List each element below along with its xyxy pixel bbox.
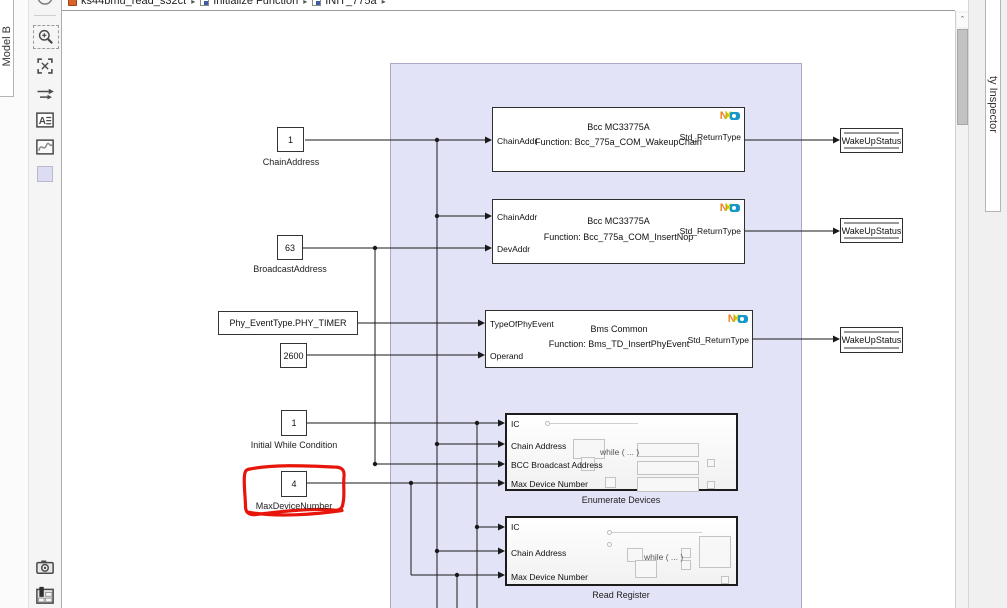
auto-arrange-icon[interactable] (35, 84, 55, 104)
fn-title: Bcc MC33775A (587, 216, 650, 226)
port-ic: IC (511, 522, 520, 532)
subsystem-read-register-label: Read Register (592, 590, 650, 600)
property-inspector-tab[interactable]: ty Inspector (985, 0, 1001, 212)
sink-label: WakeUpStatus (841, 225, 902, 236)
image-icon[interactable] (35, 137, 55, 157)
sink-label: WakeUpStatus (841, 135, 902, 146)
fn-function: Function: Bms_TD_InsertPhyEvent (548, 339, 690, 349)
port-std-returntype: Std_ReturnType (679, 132, 741, 142)
wakeupstatus-sink-1[interactable]: WakeUpStatus (840, 128, 903, 153)
scrollbar-thumb[interactable] (957, 29, 968, 125)
port-devaddr: DevAddr (497, 244, 531, 254)
breadcrumb-separator: ▸ (381, 0, 386, 6)
port-max-device-number: Max Device Number (511, 572, 588, 582)
constant-value: 63 (284, 242, 295, 253)
wakeupstatus-sink-2[interactable]: WakeUpStatus (840, 218, 903, 243)
scroll-up-button[interactable]: ˆ (957, 13, 968, 27)
port-ic: IC (511, 419, 520, 429)
fn-function: Function: Bcc_775a_COM_WakeupChain (535, 137, 702, 147)
palette-separator (34, 15, 56, 16)
undo-icon[interactable] (35, 0, 55, 12)
model-canvas[interactable]: 1 ChainAddress 63 BroadcastAddress Phy_E… (63, 11, 955, 608)
breadcrumb-item-model[interactable]: ks44bmu_read_s32ct (68, 0, 186, 7)
constant-initial-while-condition[interactable]: 1 (281, 410, 307, 436)
while-annotation: while ( ... ) (644, 552, 684, 562)
left-gutter: Model B (0, 0, 28, 608)
subsystem-enumerate-label: Enumerate Devices (581, 495, 661, 505)
port-typeofphyevent: TypeOfPhyEvent (490, 319, 554, 329)
constant-value: 1 (287, 134, 293, 145)
constant-broadcast-address-label: BroadcastAddress (253, 264, 327, 274)
constant-value: Phy_EventType.PHY_TIMER (229, 318, 347, 328)
port-chain-address: Chain Address (511, 441, 567, 451)
svg-text:A: A (39, 116, 46, 127)
constant-max-device-label: MaxDeviceNumber (255, 501, 333, 511)
constant-broadcast-address[interactable]: 63 (277, 235, 303, 260)
subsystem-icon (200, 0, 210, 6)
constant-chain-address-label: ChainAddress (262, 157, 320, 167)
breadcrumb-init775a-label: INIT_775a (325, 0, 377, 7)
subsystem-icon (312, 0, 322, 6)
subsystem-enumerate-devices[interactable]: while ( ... ) IC Chain Address BCC Broad… (505, 413, 738, 492)
red-scribble-annotation (242, 464, 346, 517)
constant-value: 2600 (283, 350, 304, 361)
wakeupstatus-sink-3[interactable]: WakeUpStatus (840, 327, 903, 353)
constant-initial-while-label: Initial While Condition (250, 440, 338, 450)
breadcrumb-initialize-label: Initialize Function (213, 0, 299, 7)
fn-block-wakeup-chain[interactable]: NXPNX Bcc MC33775A Function: Bcc_775a_CO… (492, 107, 745, 172)
constant-chain-address[interactable]: 1 (277, 127, 304, 152)
model-icon (68, 0, 77, 6)
constant-value: 4 (291, 479, 297, 489)
annotation-icon[interactable]: A (35, 110, 55, 130)
breadcrumb-separator: ▸ (191, 0, 196, 6)
port-max-device-number: Max Device Number (511, 479, 588, 489)
breadcrumb-bar: ks44bmu_read_s32ct ▸ Initialize Function… (62, 0, 955, 11)
port-operand: Operand (490, 351, 524, 361)
vertical-scrollbar[interactable]: ˆ (955, 11, 968, 608)
while-annotation: while ( ... ) (600, 447, 640, 457)
screenshot-camera-icon[interactable] (35, 557, 55, 577)
breadcrumb: ks44bmu_read_s32ct ▸ Initialize Function… (68, 0, 386, 10)
nxp-logo: NXPNX (720, 111, 740, 122)
viewmark-icon[interactable] (35, 585, 55, 605)
breadcrumb-separator: ▸ (303, 0, 308, 6)
zoom-in-icon (38, 29, 53, 44)
port-bcc-broadcast-address: BCC Broadcast Address (511, 460, 603, 470)
breadcrumb-model-label: ks44bmu_read_s32ct (81, 0, 187, 7)
subsystem-read-register[interactable]: while ( ... ) IC Chain Address Max Devic… (505, 516, 738, 586)
property-inspector-tab-label: ty Inspector (987, 75, 999, 133)
model-browser-tab-label: Model B (0, 26, 13, 67)
breadcrumb-item-initialize-function[interactable]: Initialize Function (200, 0, 298, 7)
port-chainaddr: ChainAddr (497, 212, 538, 222)
model-browser-tab[interactable]: Model B (0, 0, 14, 97)
breadcrumb-item-init-775a[interactable]: INIT_775a (312, 0, 377, 7)
signal-lines-layer (242, 136, 840, 608)
constant-value: 1 (291, 418, 297, 428)
port-chain-address: Chain Address (511, 548, 567, 558)
constant-phy-event-type[interactable]: Phy_EventType.PHY_TIMER (218, 311, 358, 335)
port-std-returntype: Std_ReturnType (679, 226, 741, 236)
fn-function: Function: Bcc_775a_COM_InsertNop (543, 232, 694, 242)
fit-to-view-icon[interactable] (35, 56, 55, 76)
right-panel: ty Inspector (968, 0, 1007, 608)
port-std-returntype: Std_ReturnType (687, 335, 749, 345)
area-icon[interactable] (35, 164, 55, 184)
port-chainaddr: ChainAddr (497, 136, 538, 146)
zoom-in-button[interactable] (33, 25, 59, 49)
sink-label: WakeUpStatus (841, 335, 902, 345)
fn-title: Bms Common (590, 324, 648, 334)
constant-max-device-number[interactable]: 4 (281, 471, 307, 497)
constant-2600[interactable]: 2600 (280, 343, 307, 368)
palette-toolbar: A (28, 0, 62, 608)
fn-title: Bcc MC33775A (587, 122, 650, 132)
